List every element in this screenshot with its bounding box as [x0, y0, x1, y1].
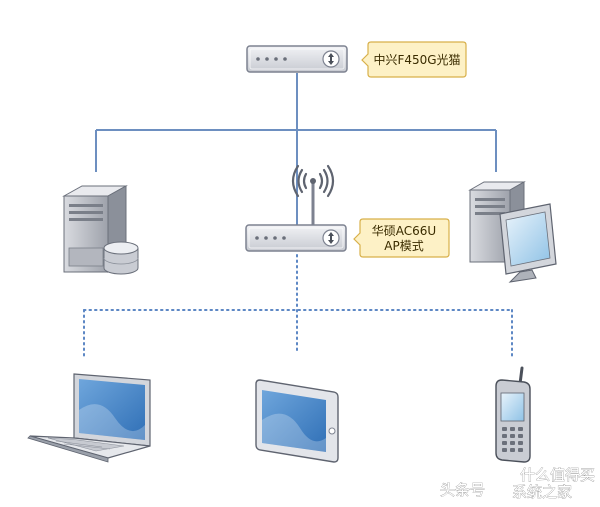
- wifi-router-icon: [245, 164, 347, 252]
- watermark: 头条号 什么值得买 系统之家: [440, 466, 596, 502]
- wireless-links: [83, 254, 513, 357]
- tablet-node: [255, 379, 339, 463]
- phone-node: [495, 366, 531, 463]
- modem-node: 中兴F450G光猫: [246, 41, 467, 78]
- server-icon: [62, 185, 139, 275]
- wifi-signal-icon: [291, 164, 335, 198]
- desktop-node: [468, 181, 557, 283]
- laptop-icon: [27, 373, 151, 463]
- router-label-line2: AP模式: [384, 239, 423, 253]
- mobile-phone-icon: [495, 366, 531, 463]
- watermark-right-line1: 什么值得买: [520, 466, 595, 484]
- watermark-right-line2: 系统之家: [512, 483, 572, 501]
- desktop-computer-icon: [468, 181, 557, 283]
- laptop-node: [27, 373, 151, 463]
- router-icon: [246, 45, 348, 73]
- router-callout: 华硕AC66U AP模式: [353, 218, 450, 258]
- wired-links: [95, 73, 497, 225]
- watermark-left: 头条号: [440, 481, 485, 499]
- router-label-line1: 华硕AC66U: [372, 224, 436, 238]
- modem-label: 中兴F450G光猫: [373, 52, 460, 67]
- tablet-icon: [255, 379, 339, 463]
- router-node: 华硕AC66U AP模式: [245, 164, 450, 258]
- modem-callout: 中兴F450G光猫: [361, 41, 467, 78]
- server-node: [62, 185, 139, 275]
